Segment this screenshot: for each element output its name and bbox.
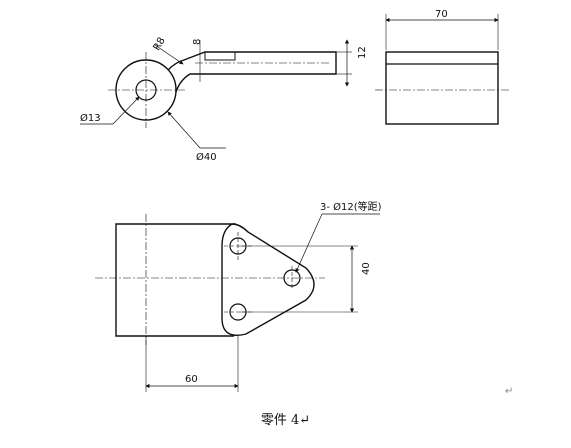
label-r8: R8 [152, 36, 168, 53]
top-view [95, 213, 380, 392]
label-40: 40 [361, 262, 372, 275]
slot-notch [204, 52, 236, 61]
label-d40: Ø40 [196, 151, 217, 163]
block-outline [115, 223, 236, 337]
label-d13: Ø13 [80, 112, 101, 124]
label-8: 8 [192, 39, 203, 45]
side-view [375, 14, 510, 125]
arm-outline [167, 51, 337, 93]
return-mark: ↵ [505, 386, 514, 397]
plate-outline [221, 223, 315, 336]
figure-caption: 零件 4↵ [260, 413, 311, 428]
label-12: 12 [357, 46, 368, 59]
label-70: 70 [435, 9, 448, 20]
front-view [80, 39, 352, 149]
label-60: 60 [185, 374, 198, 385]
label-holes: 3- Ø12(等距) [320, 200, 382, 213]
